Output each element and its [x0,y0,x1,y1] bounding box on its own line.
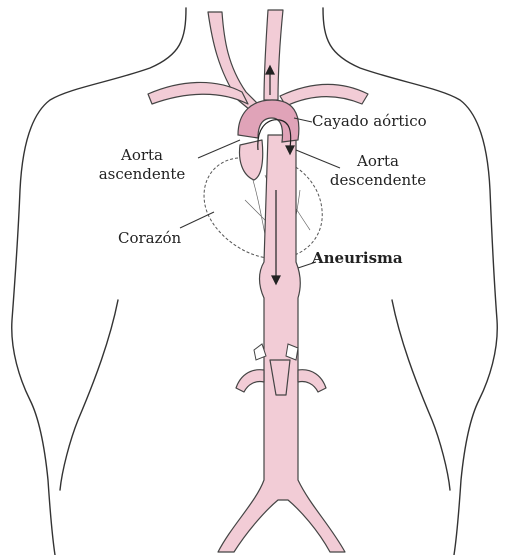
carotid-right [264,10,283,100]
label-aorta-ascendente-line1: Aorta [86,146,198,165]
label-aorta-descendente: Aorta descendente [322,152,434,190]
label-aorta-ascendente-line2: ascendente [86,165,198,184]
label-aorta-descendente-line2: descendente [322,171,434,190]
label-cayado-aortico: Cayado aórtico [312,112,427,131]
descending-aorta [218,135,345,552]
armpit-right [392,300,450,490]
armpit-left [60,300,118,490]
renal-right [298,370,326,392]
leader-aorta-asc [198,140,240,158]
label-corazon: Corazón [118,229,181,248]
subclavian-right [280,84,368,106]
label-aorta-descendente-line1: Aorta [322,152,434,171]
heart-outline [204,158,322,258]
ascending-aorta [240,140,263,180]
renal-left [236,370,264,392]
leader-corazon [180,212,214,228]
label-aorta-ascendente: Aorta ascendente [86,146,198,184]
label-aneurisma: Aneurisma [312,249,403,268]
